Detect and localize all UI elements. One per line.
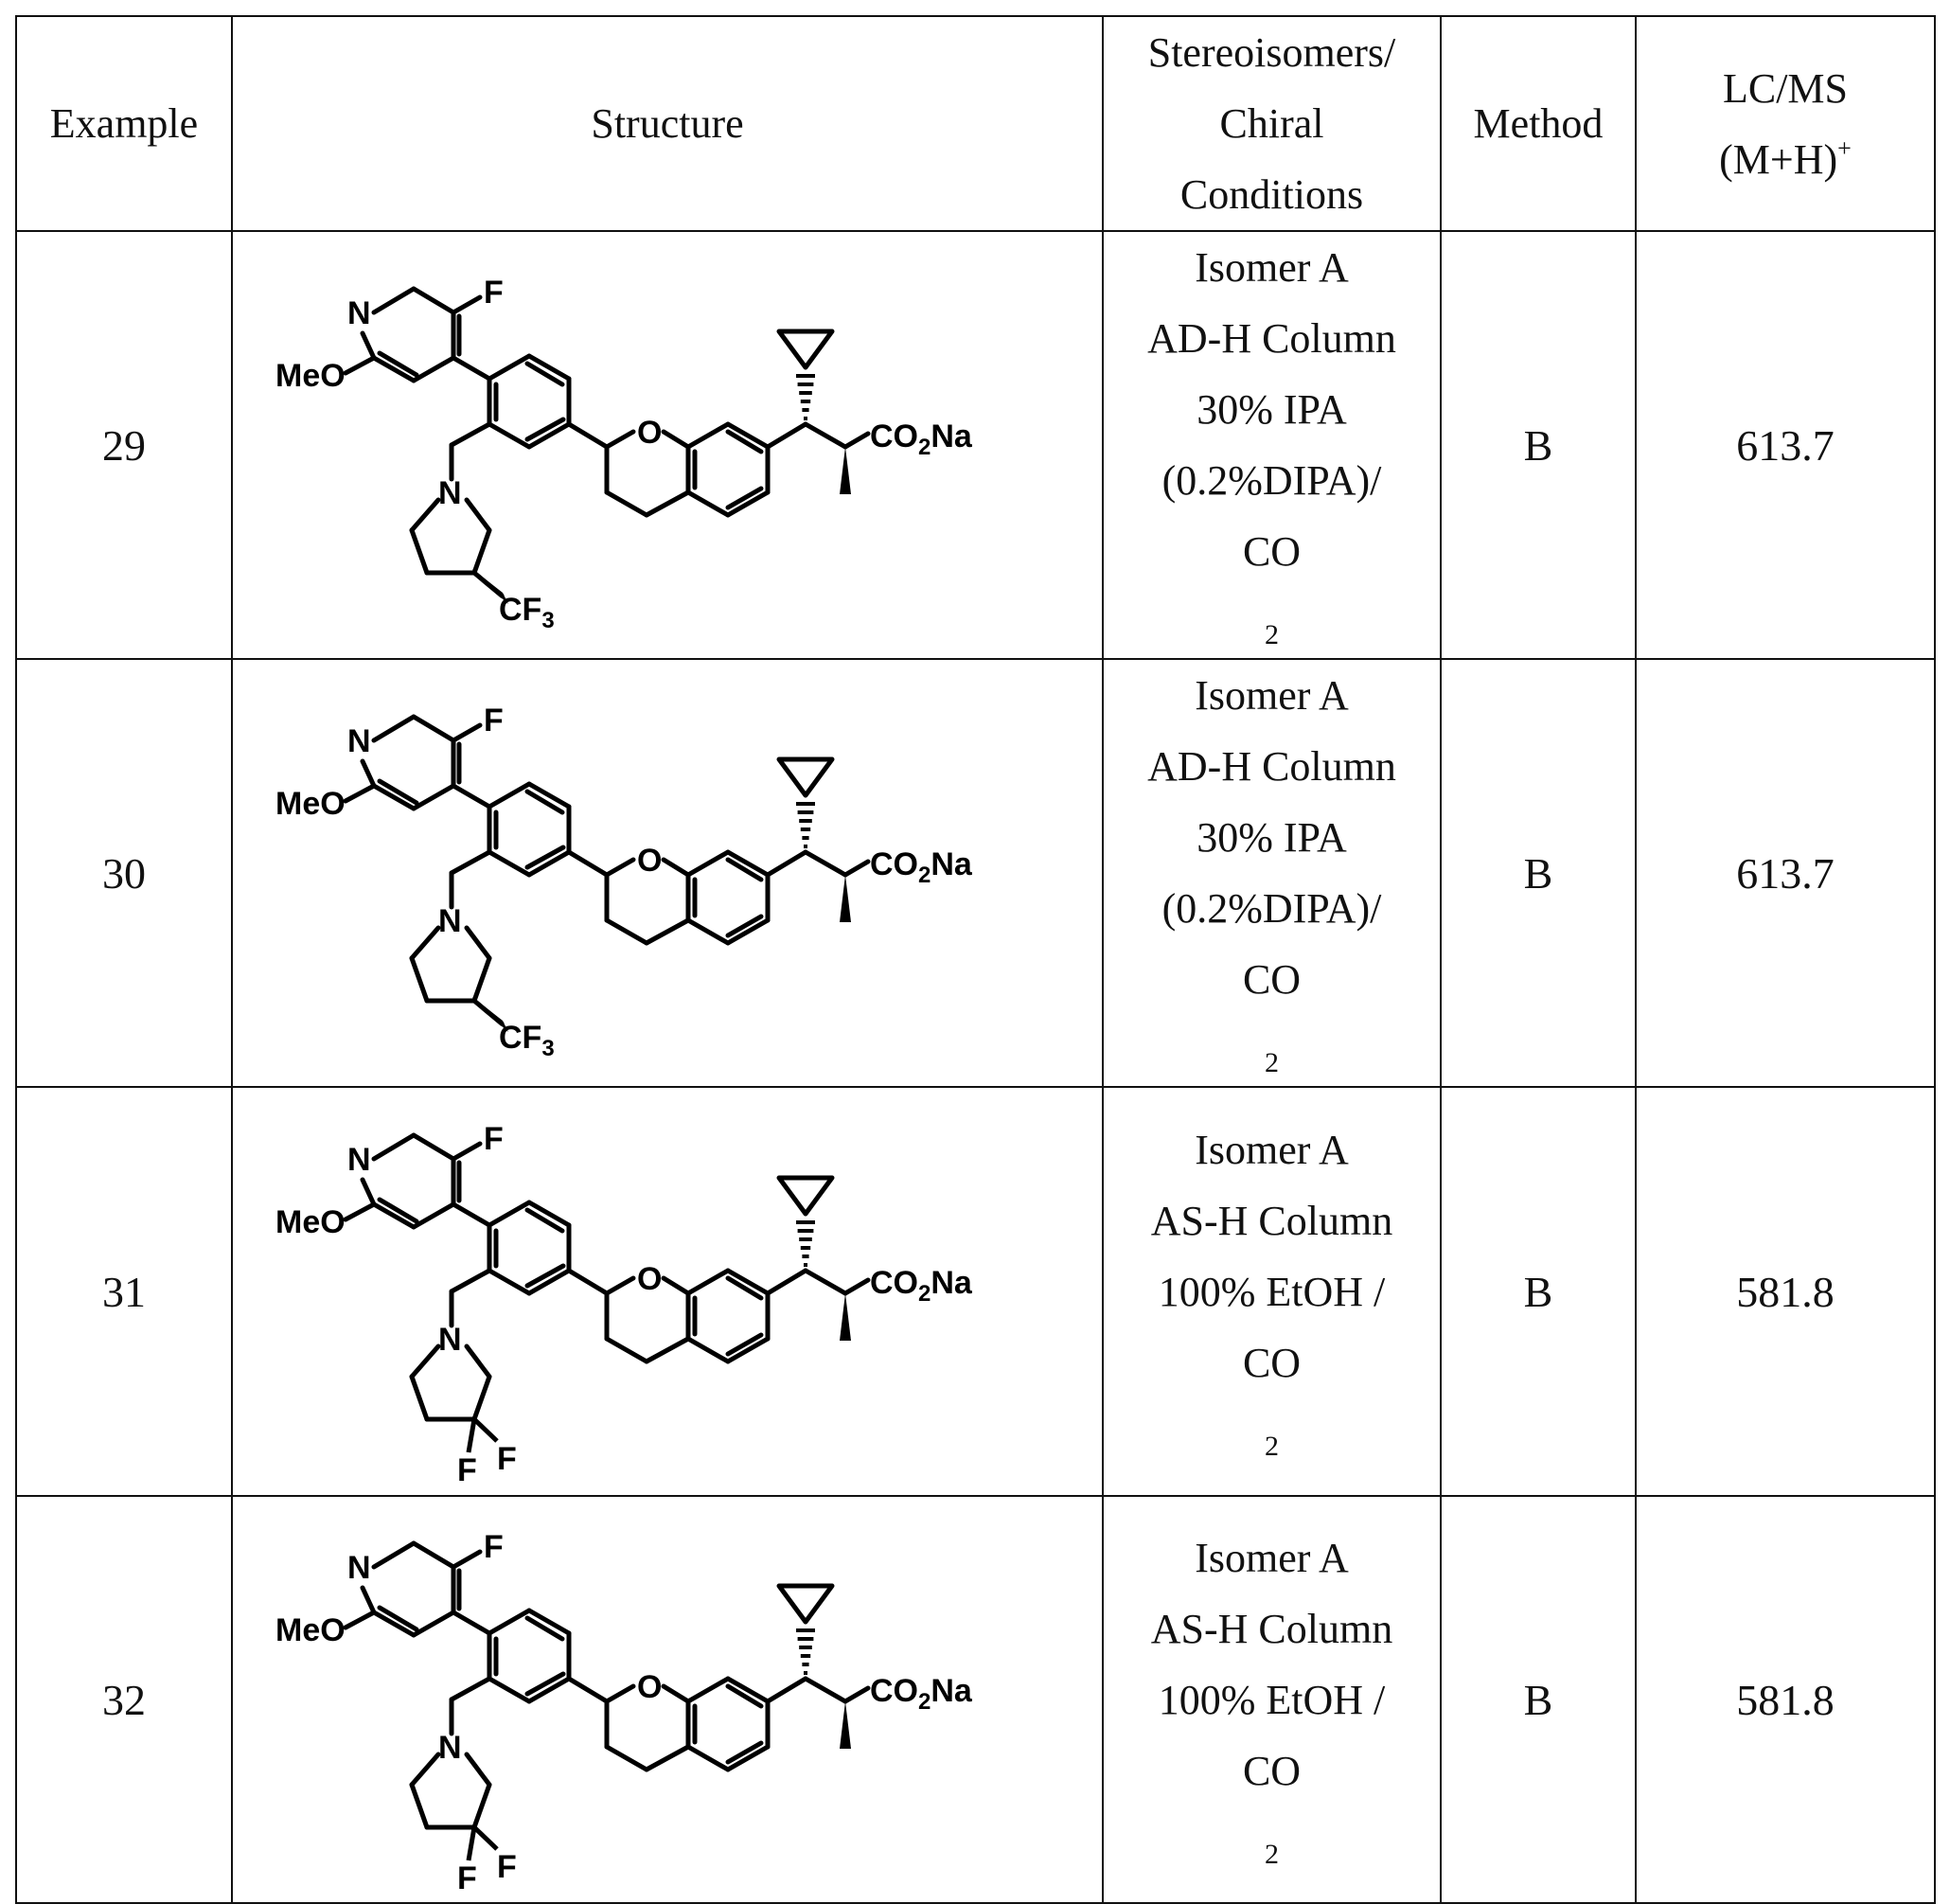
fluorine-atom-label: F	[484, 1529, 504, 1565]
cond-line: Isomer A	[1104, 1114, 1440, 1185]
cond-line: Isomer A	[1104, 1522, 1440, 1593]
nitrogen-atom-label: N	[347, 295, 371, 331]
cond-sub: 2	[1265, 1839, 1279, 1870]
nitrogen-atom-label: N	[347, 723, 371, 759]
method-value: B	[1441, 1496, 1636, 1903]
oxygen-atom-label: O	[637, 843, 662, 879]
methoxy-label: MeO	[275, 358, 346, 394]
header-example: Example	[16, 16, 232, 231]
structure-cell: NFMeONOCO2Na	[232, 659, 1103, 1087]
cond-line: 100% EtOH /	[1104, 1664, 1440, 1735]
table-row: 32 NFMeONOCO2Na Isomer A AS-H Column 100…	[16, 1496, 1935, 1903]
lcms-value: 613.7	[1636, 659, 1935, 1087]
cond-line: CO 2	[1104, 516, 1440, 658]
fluorine-atom-label: F	[484, 703, 504, 738]
nitrogen-atom-label: N	[438, 475, 462, 511]
wedge-bond	[840, 1293, 851, 1341]
header-stereo-line1: Stereoisomers/	[1104, 17, 1440, 88]
methoxy-label: MeO	[275, 1204, 346, 1240]
method-value: B	[1441, 1087, 1636, 1496]
carboxylate-label: CO2Na	[870, 418, 973, 460]
chemical-structure-image: NFMeONOCO2Na	[241, 1501, 1093, 1898]
header-lcms-line2: (M+H)+	[1637, 124, 1934, 195]
cond-line: AS-H Column	[1104, 1593, 1440, 1664]
table-row: 31 NFMeONOCO2Na Isomer A AS-H Column 100…	[16, 1087, 1935, 1496]
cond-line: 100% EtOH /	[1104, 1256, 1440, 1327]
cond-line: AD-H Column	[1104, 303, 1440, 374]
cond-co: CO	[1104, 1327, 1440, 1398]
nitrogen-atom-label: N	[347, 1142, 371, 1178]
oxygen-atom-label: O	[637, 1669, 662, 1705]
chemical-structure-image: NFMeONOCO2Na	[241, 1093, 1093, 1490]
cond-line: Isomer A	[1104, 660, 1440, 731]
header-stereo-line3: Conditions	[1104, 159, 1440, 230]
oxygen-atom-label: O	[637, 1261, 662, 1297]
header-method: Method	[1441, 16, 1636, 231]
nitrogen-atom-label: N	[438, 1322, 462, 1358]
cond-line: 30% IPA	[1104, 802, 1440, 873]
lcms-value: 581.8	[1636, 1087, 1935, 1496]
header-lcms: LC/MS (M+H)+	[1636, 16, 1935, 231]
nitrogen-atom-label: N	[438, 1730, 462, 1766]
cond-co: CO	[1104, 944, 1440, 1015]
cond-line: CO 2	[1104, 944, 1440, 1086]
nitrogen-atom-label: N	[347, 1550, 371, 1586]
lcms-value: 581.8	[1636, 1496, 1935, 1903]
header-structure: Structure	[232, 16, 1103, 231]
table-row: 30 NFMeONOCO2Na Isomer A AD-H Column 30%…	[16, 659, 1935, 1087]
cond-sub: 2	[1265, 619, 1279, 650]
cond-line: (0.2%DIPA)/	[1104, 873, 1440, 944]
example-number: 32	[16, 1496, 232, 1903]
cond-line: AD-H Column	[1104, 731, 1440, 802]
structure-cell: NFMeONOCO2Na	[232, 231, 1103, 659]
fluorine-atom-label: F	[484, 275, 504, 311]
method-value: B	[1441, 231, 1636, 659]
oxygen-atom-label: O	[637, 415, 662, 451]
header-stereoisomers: Stereoisomers/ Chiral Conditions	[1103, 16, 1441, 231]
cond-line: CO 2	[1104, 1735, 1440, 1877]
chemical-structure-image: NFMeONOCO2Na	[241, 674, 1093, 1072]
structure-cell: NFMeONOCO2Na	[232, 1087, 1103, 1496]
carboxylate-label: CO2Na	[870, 1265, 973, 1307]
method-value: B	[1441, 659, 1636, 1087]
carboxylate-label: CO2Na	[870, 846, 973, 888]
cond-line: (0.2%DIPA)/	[1104, 445, 1440, 516]
header-lcms-mh: (M+H)	[1719, 136, 1837, 183]
cond-line: 30% IPA	[1104, 374, 1440, 445]
carboxylate-label: CO2Na	[870, 1673, 973, 1715]
lcms-value: 613.7	[1636, 231, 1935, 659]
example-number: 30	[16, 659, 232, 1087]
wedge-bond	[840, 875, 851, 922]
example-number: 31	[16, 1087, 232, 1496]
cond-line: Isomer A	[1104, 232, 1440, 303]
cond-sub: 2	[1265, 1047, 1279, 1078]
wedge-bond	[840, 1701, 851, 1749]
chemical-structure-image: NFMeONOCO2Na	[241, 246, 1093, 644]
cond-sub: 2	[1265, 1431, 1279, 1462]
header-stereo-line2: Chiral	[1104, 88, 1440, 159]
header-row: Example Structure Stereoisomers/ Chiral …	[16, 16, 1935, 231]
header-lcms-line1: LC/MS	[1637, 53, 1934, 124]
header-lcms-sup: +	[1837, 134, 1852, 162]
chiral-conditions: Isomer A AS-H Column 100% EtOH / CO 2	[1103, 1087, 1441, 1496]
methoxy-label: MeO	[275, 1612, 346, 1648]
chiral-conditions: Isomer A AD-H Column 30% IPA (0.2%DIPA)/…	[1103, 231, 1441, 659]
cond-co: CO	[1104, 516, 1440, 587]
wedge-bond	[840, 447, 851, 494]
fluorine-atom-label: F	[484, 1121, 504, 1157]
methoxy-label: MeO	[275, 786, 346, 822]
example-number: 29	[16, 231, 232, 659]
chiral-conditions: Isomer A AS-H Column 100% EtOH / CO 2	[1103, 1496, 1441, 1903]
cond-line: CO 2	[1104, 1327, 1440, 1469]
compound-table: Example Structure Stereoisomers/ Chiral …	[15, 15, 1936, 1904]
cond-co: CO	[1104, 1735, 1440, 1806]
cond-line: AS-H Column	[1104, 1185, 1440, 1256]
chiral-conditions: Isomer A AD-H Column 30% IPA (0.2%DIPA)/…	[1103, 659, 1441, 1087]
structure-cell: NFMeONOCO2Na	[232, 1496, 1103, 1903]
nitrogen-atom-label: N	[438, 903, 462, 939]
table-row: 29 NFMeONOCO2Na Isomer A AD-H Column 30%…	[16, 231, 1935, 659]
